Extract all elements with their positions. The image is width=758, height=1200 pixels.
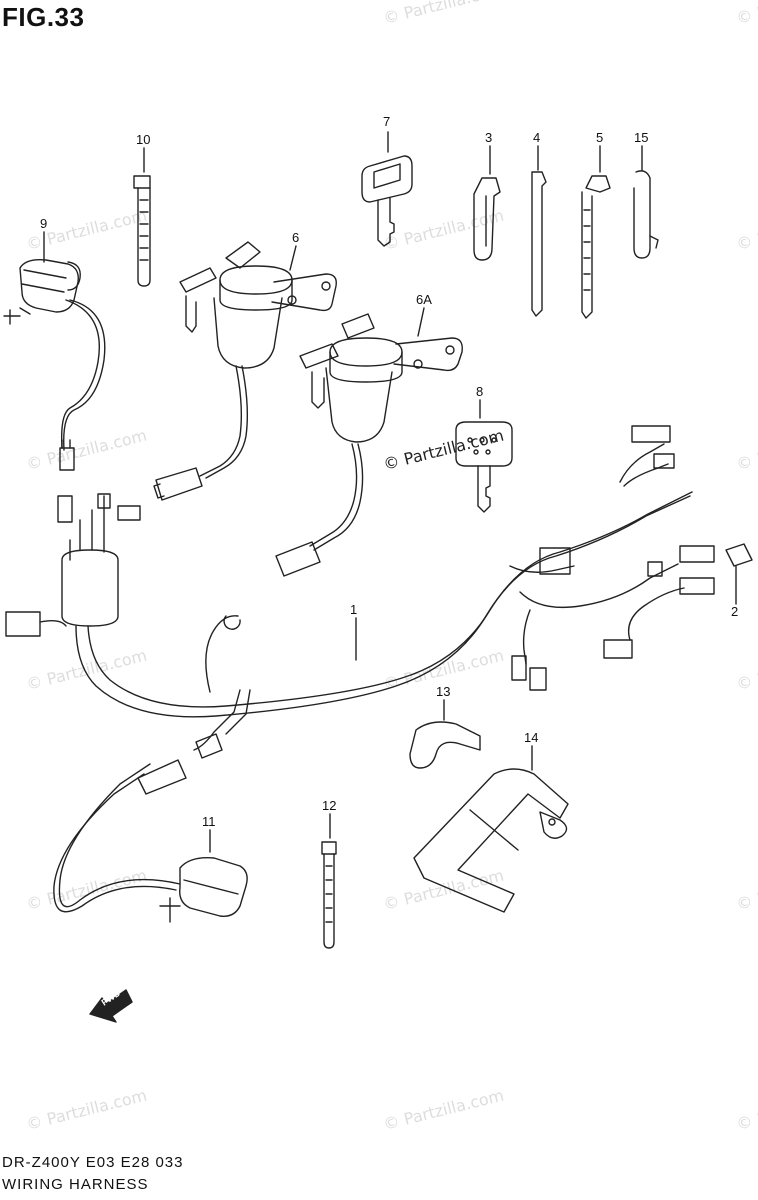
model-code: DR-Z400Y E03 E28 033 (2, 1154, 184, 1171)
part-9-sensor (3, 231, 106, 471)
part-8-key (455, 399, 513, 513)
part-6-ignition-switch (153, 241, 337, 501)
callout-label: 2 (731, 604, 738, 619)
part-15-clamp (633, 145, 659, 259)
callout-label: 7 (383, 114, 390, 129)
part-7-key (361, 131, 413, 247)
watermark: © Partzilla.com (734, 206, 758, 254)
part-4-clamp (531, 145, 547, 317)
watermark: © Partzilla.com (734, 866, 758, 914)
callout-label: 3 (485, 130, 492, 145)
callout-label: 4 (533, 130, 540, 145)
watermark: © Partzilla.com (734, 646, 758, 694)
watermark: © Partzilla.com (381, 866, 505, 914)
callout-label: 10 (136, 132, 150, 147)
watermark: © Partzilla.com (24, 426, 148, 474)
figure-title: FIG.33 (2, 2, 85, 32)
watermark: © Partzilla.com (734, 1086, 758, 1134)
part-6a-ignition-switch (275, 307, 463, 577)
watermark: © Partzilla.com (734, 0, 758, 28)
callout-label: 13 (436, 684, 450, 699)
watermark: © Partzilla.com (381, 0, 505, 28)
watermark: © Partzilla.com (24, 1086, 148, 1134)
callout-label: 1 (350, 602, 357, 617)
watermark: © Partzilla.com (381, 1086, 505, 1134)
watermark: © Partzilla.com (381, 206, 505, 254)
callout-label: 9 (40, 216, 47, 231)
part-13-cover (409, 699, 481, 769)
callout-label: 5 (596, 130, 603, 145)
callout-label: 11 (202, 814, 216, 829)
part-10-band (133, 147, 151, 287)
watermark: © Partzilla.com (24, 646, 148, 694)
part-11-sensor (53, 759, 248, 923)
part-2-fuse (725, 543, 753, 605)
section-name: WIRING HARNESS (2, 1176, 149, 1193)
fwd-arrow (89, 989, 133, 1023)
callout-label: 8 (476, 384, 483, 399)
callout-label: 14 (524, 730, 538, 745)
watermark: © Partzilla.com (24, 866, 148, 914)
callout-label: 15 (634, 130, 648, 145)
part-3-clamp (473, 145, 501, 261)
watermark: © Partzilla.com (734, 426, 758, 474)
callout-label: 6 (292, 230, 299, 245)
callout-label: 12 (322, 798, 336, 813)
part-14-bracket (413, 745, 569, 913)
part-5-clamp (581, 145, 611, 319)
part-1-wiring-harness (5, 425, 715, 759)
callout-label: 6A (416, 292, 432, 307)
part-12-band (321, 813, 337, 949)
